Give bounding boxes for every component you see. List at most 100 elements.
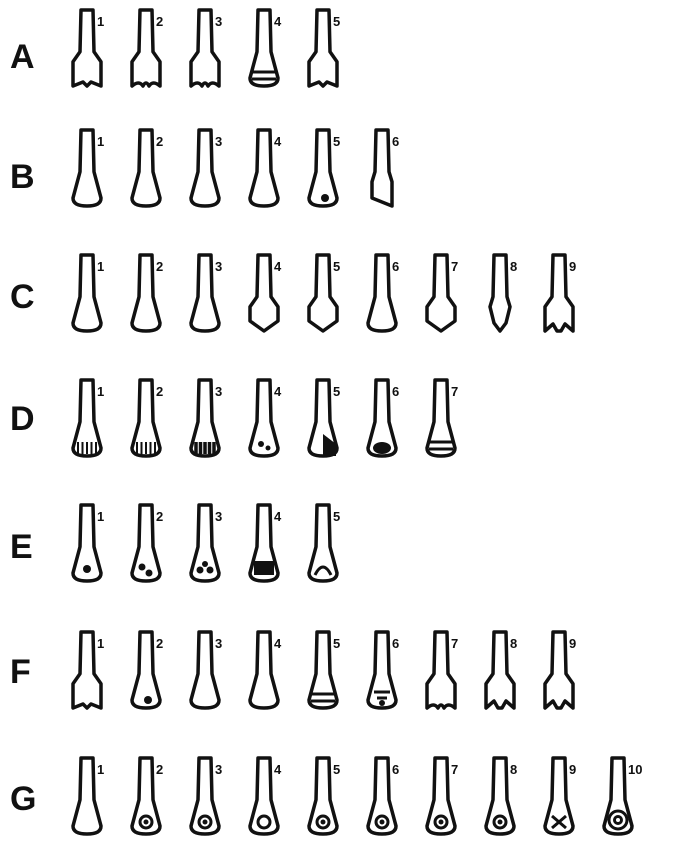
glyph-g-6: 6	[368, 758, 399, 834]
row-label-e: E	[10, 528, 33, 566]
glyph-number: 4	[274, 134, 282, 149]
glyph-number: 4	[274, 636, 282, 651]
glyph-number: 4	[274, 384, 282, 399]
glyph-e-2: 2	[132, 505, 163, 581]
glyph-number: 6	[392, 384, 399, 399]
glyph-f-4: 4	[250, 632, 282, 708]
glyph-number: 3	[215, 636, 222, 651]
glyph-d-1: 1	[73, 380, 104, 456]
glyph-f-8: 8	[486, 632, 517, 708]
glyph-number: 8	[510, 636, 517, 651]
glyph-d-6: 6	[368, 380, 399, 456]
glyph-number: 2	[156, 259, 163, 274]
glyph-c-6: 6	[368, 255, 399, 331]
glyph-number: 4	[274, 509, 282, 524]
figure-row-b: B 1 2 3 4 5 6	[10, 130, 399, 206]
glyph-number: 2	[156, 14, 163, 29]
glyph-number: 4	[274, 762, 282, 777]
figure-row-a: A 1 2 3 4 5	[10, 10, 340, 86]
glyph-number: 6	[392, 762, 399, 777]
glyph-a-3: 3	[191, 10, 222, 86]
glyph-number: 4	[274, 14, 282, 29]
glyph-number: 1	[97, 636, 104, 651]
glyph-number: 1	[97, 762, 104, 777]
glyph-d-3: 3	[191, 380, 222, 456]
glyph-number: 5	[333, 259, 340, 274]
glyph-f-3: 3	[191, 632, 222, 708]
glyph-number: 1	[97, 14, 104, 29]
figure-row-d: D 1 2 3 4 5 6 7	[10, 380, 458, 456]
glyph-e-5: 5	[309, 505, 340, 581]
row-label-g: G	[10, 780, 36, 818]
glyph-b-5: 5	[309, 130, 340, 206]
glyph-b-6: 6	[372, 130, 399, 206]
glyph-g-5: 5	[309, 758, 340, 834]
glyph-d-4: 4	[250, 380, 282, 456]
glyph-outline	[372, 130, 392, 206]
glyph-f-6: 6	[368, 632, 399, 708]
glyph-number: 3	[215, 762, 222, 777]
figure-row-f: F 1 2 3 4 5 6 7 8 9	[10, 632, 576, 708]
glyph-a-4: 4	[250, 10, 282, 86]
glyph-number: 5	[333, 384, 340, 399]
glyph-a-2: 2	[132, 10, 163, 86]
glyph-g-9: 9	[545, 758, 576, 834]
glyph-a-5: 5	[309, 10, 340, 86]
glyph-c-2: 2	[132, 255, 163, 331]
glyph-number: 1	[97, 384, 104, 399]
glyph-number: 2	[156, 636, 163, 651]
glyph-f-2: 2	[132, 632, 163, 708]
glyph-number: 9	[569, 762, 576, 777]
glyph-d-7: 7	[427, 380, 458, 456]
glyph-number: 3	[215, 259, 222, 274]
glyph-d-5: 5	[309, 380, 340, 456]
glyph-g-2: 2	[132, 758, 163, 834]
glyph-c-5: 5	[309, 255, 340, 331]
row-label-f: F	[10, 653, 31, 691]
glyph-number: 3	[215, 14, 222, 29]
glyph-b-3: 3	[191, 130, 222, 206]
row-label-b: B	[10, 158, 35, 196]
glyph-c-4: 4	[250, 255, 282, 331]
glyph-number: 1	[97, 259, 104, 274]
glyph-b-2: 2	[132, 130, 163, 206]
glyph-e-1: 1	[73, 505, 104, 581]
glyph-number: 7	[451, 636, 458, 651]
glyph-b-1: 1	[73, 130, 104, 206]
glyph-number: 2	[156, 384, 163, 399]
glyph-number: 7	[451, 384, 458, 399]
glyph-number: 6	[392, 259, 399, 274]
glyph-number: 8	[510, 762, 517, 777]
glyph-number: 5	[333, 134, 340, 149]
glyph-f-9: 9	[545, 632, 576, 708]
glyph-g-4: 4	[250, 758, 282, 834]
glyph-a-1: 1	[73, 10, 104, 86]
glyph-number: 2	[156, 509, 163, 524]
glyph-g-1: 1	[73, 758, 104, 834]
glyph-number: 6	[392, 134, 399, 149]
glyph-number: 3	[215, 384, 222, 399]
glyph-number: 9	[569, 636, 576, 651]
glyph-g-10: 10	[604, 758, 642, 834]
glyph-number: 4	[274, 259, 282, 274]
glyph-b-4: 4	[250, 130, 282, 206]
glyph-number: 10	[628, 762, 642, 777]
figure-row-e: E 1 2 3 4 5	[10, 505, 340, 581]
row-label-a: A	[10, 38, 35, 76]
glyph-c-8: 8	[490, 255, 517, 331]
row-label-d: D	[10, 400, 35, 438]
row-label-c: C	[10, 278, 35, 316]
glyph-number: 6	[392, 636, 399, 651]
glyph-number: 1	[97, 134, 104, 149]
glyph-number: 9	[569, 259, 576, 274]
glyph-outline	[490, 255, 510, 331]
glyph-e-3: 3	[191, 505, 222, 581]
glyph-c-1: 1	[73, 255, 104, 331]
glyph-number: 2	[156, 134, 163, 149]
glyph-f-5: 5	[309, 632, 340, 708]
glyph-number: 5	[333, 762, 340, 777]
glyph-number: 3	[215, 134, 222, 149]
glyph-number: 5	[333, 636, 340, 651]
glyph-c-3: 3	[191, 255, 222, 331]
